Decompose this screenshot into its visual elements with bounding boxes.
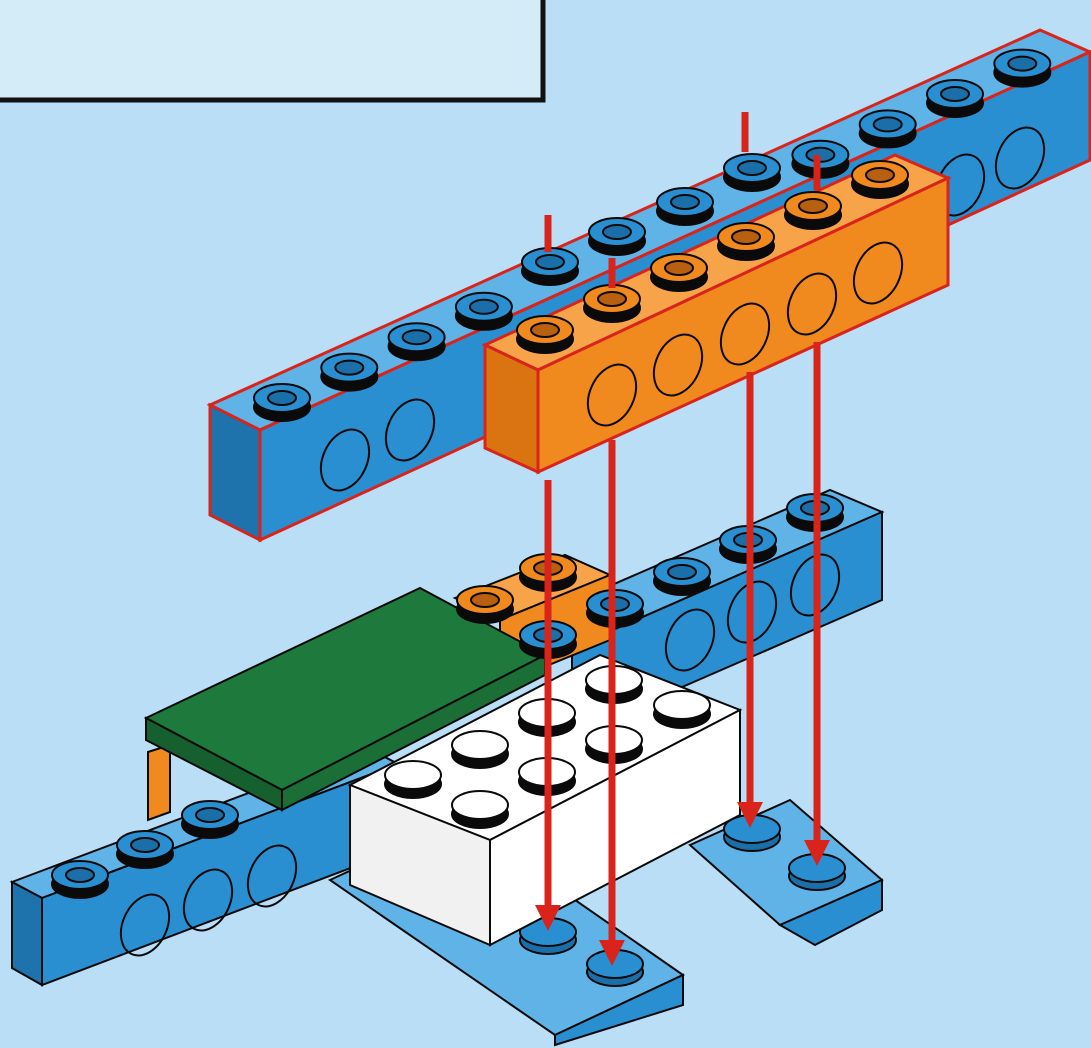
blue-plate-back bbox=[688, 798, 884, 947]
blue-stud bbox=[454, 291, 513, 331]
blue-stud bbox=[588, 217, 646, 256]
blue-stud bbox=[993, 48, 1052, 88]
top-orange-studs bbox=[516, 160, 909, 354]
blue-stud bbox=[858, 109, 917, 149]
callout-panel bbox=[0, 0, 546, 103]
stud bbox=[181, 800, 239, 839]
blue-stud bbox=[521, 247, 579, 286]
plate-studs bbox=[723, 814, 846, 891]
stud bbox=[653, 557, 711, 596]
orange-stud bbox=[650, 253, 708, 292]
stud bbox=[116, 830, 174, 869]
top-blue-studs bbox=[253, 48, 1052, 422]
plate-studs bbox=[519, 917, 644, 987]
orange-stud bbox=[851, 160, 909, 199]
blue-stud bbox=[656, 187, 714, 226]
white-stud bbox=[384, 760, 442, 799]
blue-stud bbox=[320, 352, 379, 392]
technic-holes bbox=[119, 844, 298, 957]
orange-stud bbox=[583, 284, 641, 323]
orange-stud bbox=[516, 315, 574, 354]
arrow-head bbox=[737, 802, 763, 828]
orange-stud bbox=[717, 222, 775, 261]
green-tile bbox=[143, 586, 548, 812]
blue-stud bbox=[723, 153, 781, 192]
blue-stud bbox=[253, 383, 311, 422]
white-stud bbox=[653, 690, 711, 729]
blue-stud bbox=[387, 322, 446, 362]
arrow-head bbox=[535, 905, 561, 931]
white-stud bbox=[451, 790, 509, 829]
assembly-arrows bbox=[535, 112, 830, 966]
arrow-head bbox=[599, 940, 625, 966]
orange-stud bbox=[784, 191, 842, 230]
stud bbox=[51, 860, 109, 899]
blue-stud bbox=[926, 79, 984, 118]
white-stud bbox=[451, 730, 509, 769]
arrow-head bbox=[804, 840, 830, 866]
stud bbox=[456, 585, 514, 624]
